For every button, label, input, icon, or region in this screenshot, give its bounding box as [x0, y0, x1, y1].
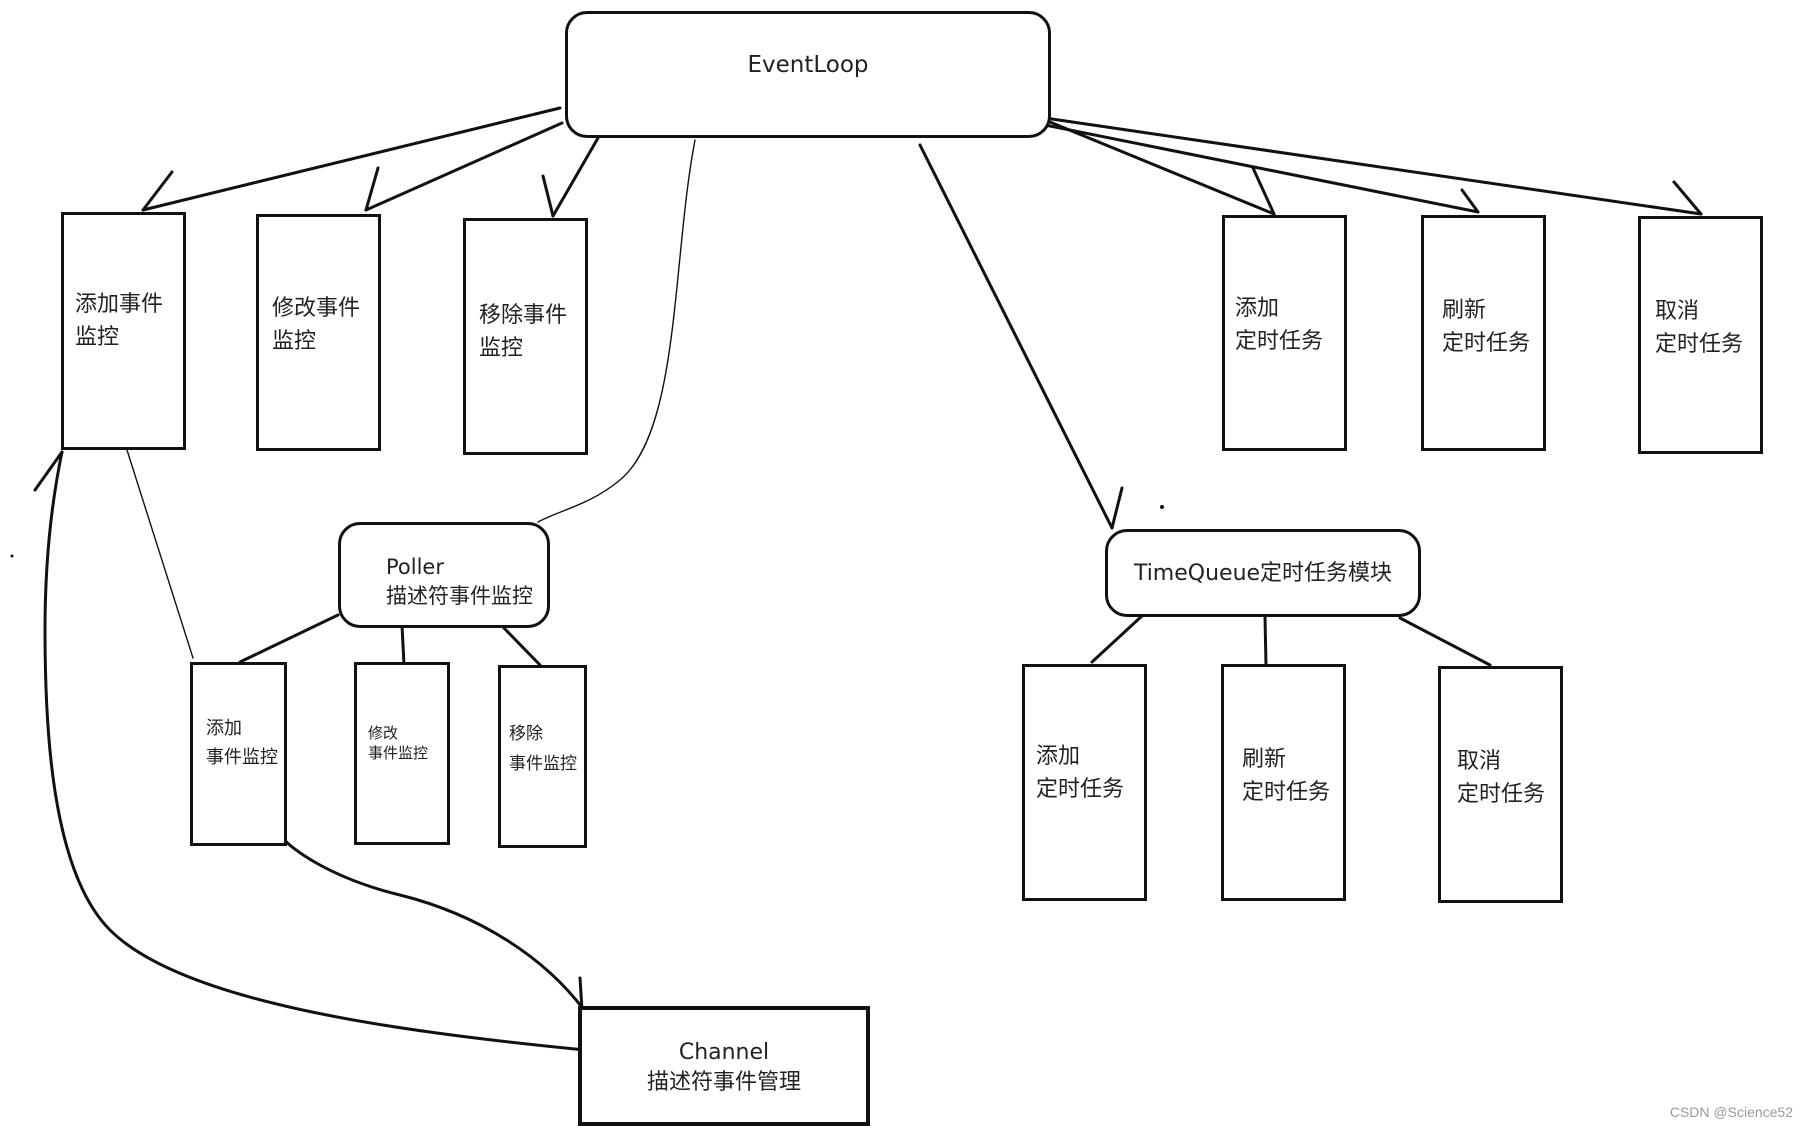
timequeue-refresh-label: 刷新 定时任务 — [1242, 747, 1331, 806]
channel-node: Channel 描述符事件管理 — [578, 1006, 870, 1126]
edge-channel-to-add-event — [43, 450, 587, 1052]
task-add-timer-label: 添加 定时任务 — [1235, 296, 1324, 355]
edge-eventloop-modify-event — [364, 121, 564, 212]
timequeue-title: TimeQueue定时任务模块 — [1133, 561, 1393, 586]
arrowhead-modify-event — [364, 166, 380, 212]
arrowhead-channel-poller-add — [578, 976, 584, 1012]
timequeue-add-timer: 添加 定时任务 — [1022, 664, 1147, 901]
edge-eventloop-add-timer — [1043, 118, 1276, 216]
task-add-timer: 添加 定时任务 — [1222, 215, 1347, 451]
arrowhead-cancel-timer — [1672, 180, 1703, 216]
edge-timequeue-refresh — [1263, 615, 1268, 667]
edge-eventloop-refresh-timer — [1043, 123, 1480, 214]
task-remove-event-monitor: 移除事件 监控 — [463, 218, 588, 455]
task-modify-event-label: 修改事件 监控 — [272, 296, 361, 355]
poller-remove-label: 移除 事件监控 — [509, 724, 577, 774]
poller-modify-event-monitor: 修改 事件监控 — [354, 662, 450, 845]
task-cancel-timer-label: 取消 定时任务 — [1655, 299, 1744, 358]
edge-poller-remove — [500, 624, 542, 667]
poller-modify-label: 修改 事件监控 — [368, 724, 429, 763]
watermark: CSDN @Science52 — [1669, 1104, 1793, 1120]
timequeue-cancel-timer: 取消 定时任务 — [1438, 666, 1563, 903]
edge-eventloop-cancel-timer — [1043, 116, 1703, 216]
eventloop-node: EventLoop — [565, 11, 1051, 138]
task-cancel-timer: 取消 定时任务 — [1638, 216, 1763, 454]
edge-timequeue-cancel — [1398, 616, 1492, 667]
edge-timequeue-add — [1090, 613, 1145, 664]
timequeue-node: TimeQueue定时任务模块 — [1105, 529, 1421, 617]
arrowhead-channel-add-event — [33, 450, 64, 492]
eventloop-title: EventLoop — [747, 52, 869, 78]
poller-add-label: 添加 事件监控 — [206, 718, 278, 768]
arrowhead-refresh-timer — [1460, 188, 1480, 214]
timequeue-add-label: 添加 定时任务 — [1036, 744, 1125, 803]
arrowhead-remove-event — [541, 174, 555, 218]
arrowhead-add-timer — [1251, 166, 1276, 216]
arrowhead-add-event — [141, 170, 174, 212]
task-remove-event-label: 移除事件 监控 — [479, 303, 568, 362]
timequeue-refresh-timer: 刷新 定时任务 — [1221, 664, 1346, 901]
arrowhead-timequeue — [1110, 486, 1124, 530]
task-refresh-timer-label: 刷新 定时任务 — [1442, 298, 1531, 357]
edge-eventloop-add-event — [141, 106, 562, 212]
edge-eventloop-poller — [537, 139, 696, 523]
poller-remove-event-monitor: 移除 事件监控 — [498, 665, 587, 848]
stray-dot — [10, 554, 14, 558]
edge-add-event-to-poller-add — [126, 449, 194, 659]
edge-eventloop-timequeue — [918, 143, 1114, 530]
channel-label: Channel 描述符事件管理 — [646, 1040, 801, 1096]
edge-eventloop-remove-event — [551, 136, 600, 218]
timequeue-cancel-label: 取消 定时任务 — [1457, 749, 1546, 808]
edge-poller-modify — [400, 623, 406, 667]
poller-label: Poller 描述符事件监控 — [386, 555, 533, 609]
task-modify-event-monitor: 修改事件 监控 — [256, 214, 381, 451]
task-add-event-monitor: 添加事件 监控 — [61, 212, 186, 450]
edge-channel-to-poller-add — [281, 836, 586, 1012]
poller-node: Poller 描述符事件监控 — [338, 522, 550, 628]
stray-dot — [1160, 505, 1164, 509]
task-refresh-timer: 刷新 定时任务 — [1421, 215, 1546, 451]
edge-poller-add — [238, 613, 340, 664]
poller-add-event-monitor: 添加 事件监控 — [190, 662, 287, 846]
task-add-event-label: 添加事件 监控 — [75, 292, 164, 351]
